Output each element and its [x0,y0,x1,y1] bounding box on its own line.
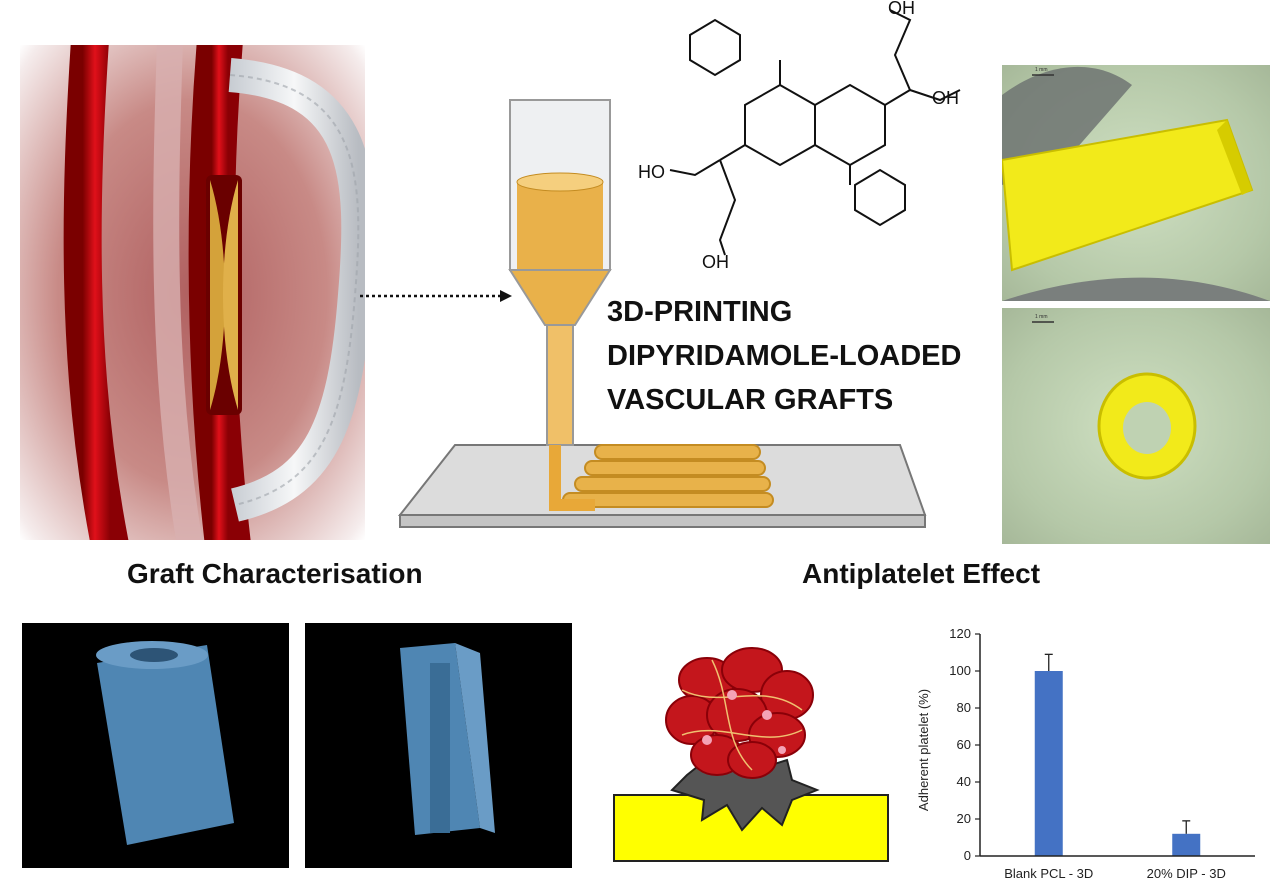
micro-ct-panel-full [22,623,289,868]
vessel-bypass-svg [63,38,376,549]
y-tick-label: 0 [964,848,971,863]
printed-lattice [562,444,774,508]
vascular-graft [228,58,376,522]
x-category-label: Blank PCL - 3D [1004,866,1093,881]
printer-illustration [397,99,927,528]
y-tick-label: 20 [957,811,971,826]
red-blood-cells [665,647,814,779]
y-tick-label: 100 [949,663,971,678]
ink-surface [516,172,604,192]
platelet-adhesion-illustration [613,647,889,862]
x-category-label: 20% DIP - 3D [1147,866,1226,881]
background-vessel [63,38,129,549]
figure-title: 3D-PRINTING DIPYRIDAMOLE-LOADED VASCULAR… [607,290,961,422]
scale-label-bottom: 1 mm [1035,314,1048,320]
title-line-2: DIPYRIDAMOLE-LOADED [607,340,962,372]
scale-label-top: 1 mm [1035,67,1048,73]
fibrin-strands [681,659,803,771]
heading-antiplatelet-effect: Antiplatelet Effect [802,558,1041,589]
heading-graft-characterisation: Graft Characterisation [127,558,423,589]
graft-photo-side-svg [1000,66,1270,301]
y-tick-label: 120 [949,626,971,641]
graft-texture [229,74,360,506]
adherent-platelet-bar-chart: Adherent platelet (%) 0 20 40 60 80 100 120 Bl… [916,626,1255,881]
syringe-cone [508,269,612,326]
dipyridamole-structure: OH OH HO OH [638,0,961,272]
y-tick-label: 60 [957,737,971,752]
graft-photo-side: 1 mm [1000,65,1270,301]
molecule-oh-right: OH [932,88,959,108]
bar [1034,671,1063,856]
extruded-filament [549,445,595,511]
graft-photo-cross-section-svg [1032,321,1197,480]
plaque-right [223,180,238,410]
graft-photo-cross-section: 1 mm [1002,308,1270,544]
process-arrow [360,290,512,302]
platelets [702,690,786,754]
micro-ct-panel-cut [305,623,572,868]
molecule-ho-left: HO [638,162,665,182]
y-tick-label: 80 [957,700,971,715]
syringe-ink [517,180,603,275]
molecule-oh-top: OH [888,0,915,18]
bar [1172,833,1201,856]
y-axis-label: Adherent platelet (%) [916,689,931,811]
build-plate-edge [399,514,926,528]
molecule-oh-bottom: OH [702,252,729,272]
micro-ct-cut-svg [400,643,495,835]
title-line-3: VASCULAR GRAFTS [607,384,894,416]
micro-ct-full-svg [96,641,234,845]
y-tick-label: 40 [957,774,971,789]
title-line-1: 3D-PRINTING [607,296,793,328]
vessel-bypass-illustration [20,38,376,549]
syringe-nozzle [546,324,574,446]
background-vessel-faded [153,39,203,548]
plaque-left [210,180,225,410]
